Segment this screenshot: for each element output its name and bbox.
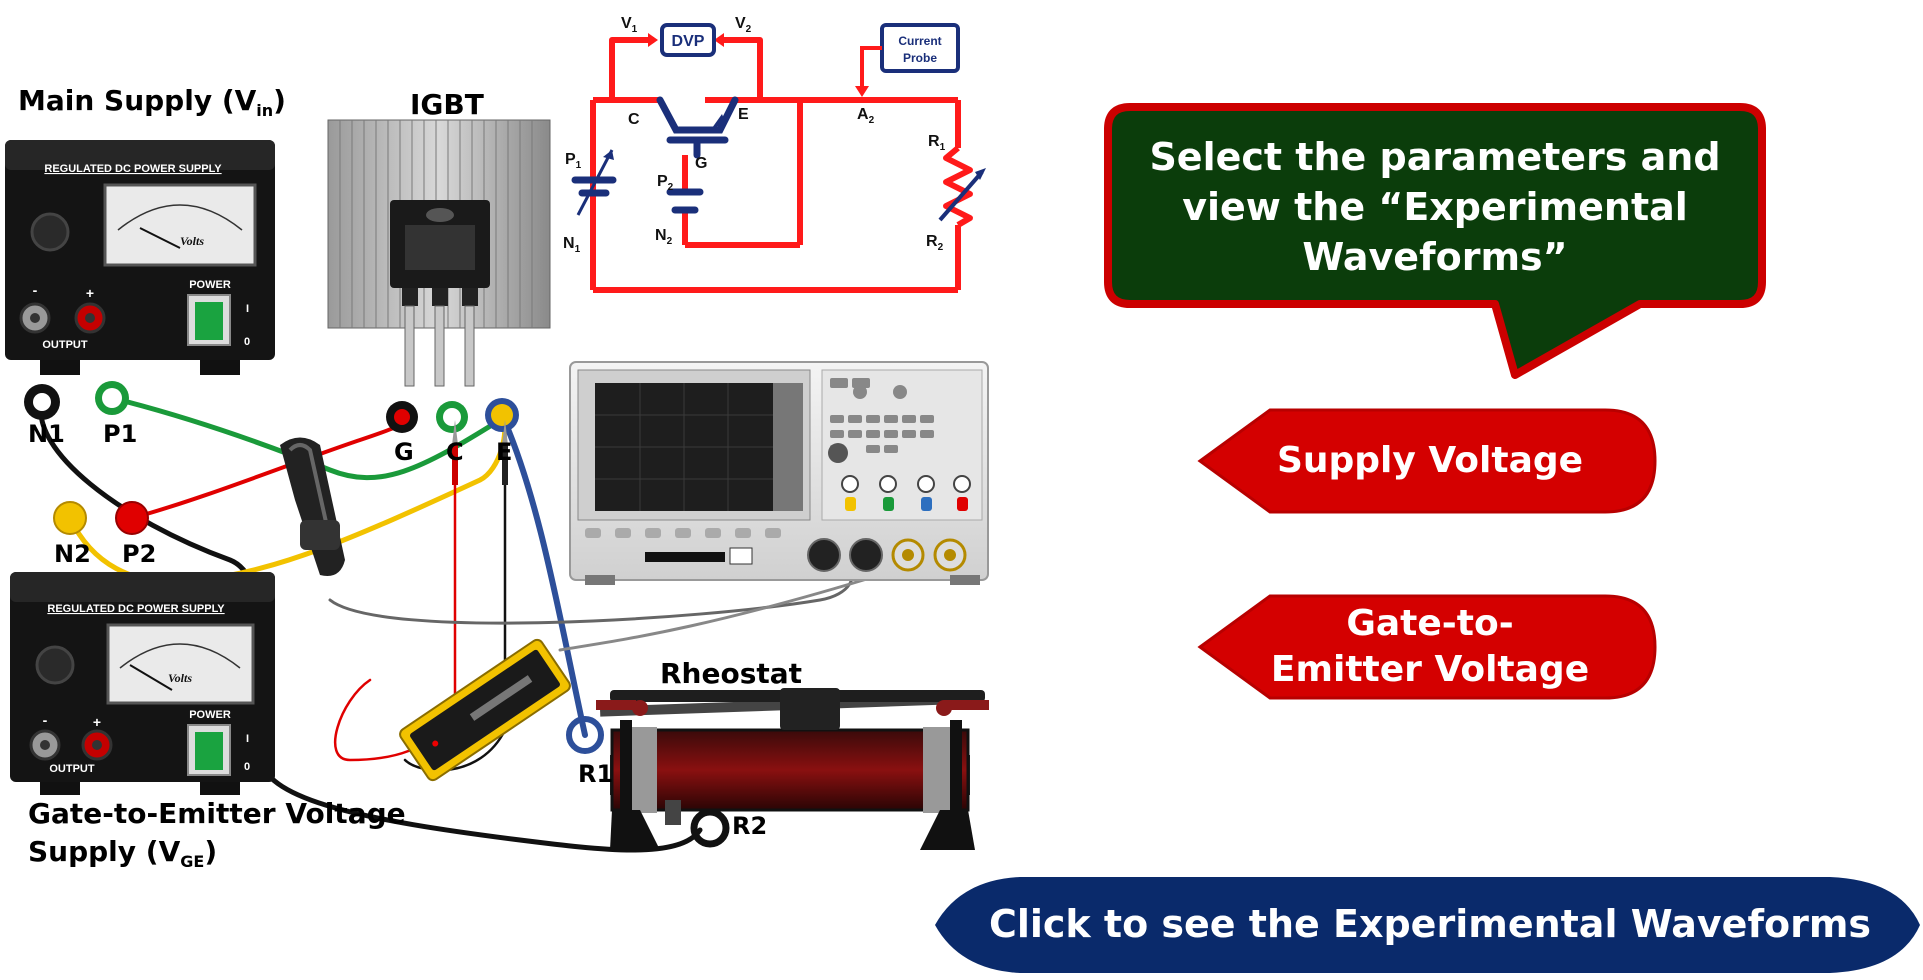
n1-label: N	[563, 235, 575, 252]
igbt-terminals	[24, 381, 730, 848]
gate-meter-label: Volts	[168, 671, 192, 685]
e-node-label: E	[738, 106, 749, 123]
igbt-module	[327, 119, 551, 387]
svg-text:V2: V2	[735, 15, 752, 35]
rheostat	[596, 688, 989, 850]
main-supply-label: Main Supply (Vin)	[18, 84, 286, 120]
callout-line-3: Waveforms”	[1302, 235, 1568, 279]
schematic-node-labels: V1 V2 C E G A2 P1 N1 P2 N2 R1 R2	[563, 15, 946, 255]
p2-sub: 2	[668, 182, 674, 193]
differential-probe	[399, 638, 571, 782]
gate-supply-text: Supply (V	[28, 835, 181, 868]
n2-sub: 2	[667, 236, 673, 247]
current-probe-clamp	[280, 437, 345, 576]
meter-label: Volts	[180, 234, 204, 248]
main-supply: REGULATED DC POWER SUPPLY Volts - + OUTP…	[5, 140, 275, 375]
v1-sub: 1	[632, 24, 638, 35]
c-node-label: C	[628, 111, 640, 128]
v2-sub: 2	[746, 24, 752, 35]
gate-switch-off-label: 0	[244, 761, 250, 773]
output-label: OUTPUT	[42, 339, 88, 351]
gate-minus-label: -	[43, 712, 48, 728]
terminal-n1-label: N1	[28, 420, 65, 448]
a2-sub: 2	[869, 115, 875, 126]
gate-emitter-voltage-button[interactable]	[1197, 594, 1657, 700]
gate-plus-label: +	[93, 714, 101, 730]
svg-text:R2: R2	[926, 233, 944, 253]
plus-label: +	[86, 285, 94, 301]
n2-label: N	[655, 227, 667, 244]
gate-supply-sub: GE	[180, 852, 205, 871]
v1-label: V	[621, 15, 632, 32]
switch-on-label: I	[246, 303, 249, 315]
voltage-probes	[452, 420, 508, 485]
svg-text:P1: P1	[565, 151, 582, 171]
main-supply-sub: in	[256, 101, 274, 120]
svg-text:A2: A2	[857, 106, 875, 126]
main-supply-text: Main Supply (V	[18, 84, 257, 117]
r2-sub: 2	[938, 242, 944, 253]
current-probe-label-1: Current	[898, 34, 941, 48]
gate-power-label: POWER	[189, 709, 231, 721]
svg-text:R1: R1	[928, 133, 946, 153]
callout-line-2: view the “Experimental	[1182, 185, 1688, 229]
power-label: POWER	[189, 279, 231, 291]
callout-text: Select the parameters and view the “Expe…	[1130, 132, 1740, 282]
terminal-n2-label: N2	[54, 540, 91, 568]
circuit-schematic	[571, 23, 986, 293]
p1-sub: 1	[576, 160, 582, 171]
r2-label: R	[926, 233, 938, 250]
gate-supply-close: )	[204, 835, 218, 868]
main-supply-close: )	[273, 84, 286, 117]
terminal-e-label: E	[496, 438, 513, 466]
terminal-p2-label: P2	[122, 540, 157, 568]
a2-label: A	[857, 106, 869, 123]
svg-text:N1: N1	[563, 235, 581, 255]
gate-supply-title: REGULATED DC POWER SUPPLY	[47, 603, 225, 615]
terminal-c-label: C	[446, 438, 464, 466]
v2-label: V	[735, 15, 746, 32]
igbt-label: IGBT	[410, 88, 484, 121]
gate-output-label: OUTPUT	[49, 763, 95, 775]
p2-label: P	[657, 173, 668, 190]
power-switch[interactable]	[195, 302, 223, 340]
gate-power-switch[interactable]	[195, 732, 223, 770]
minus-label: -	[33, 282, 38, 298]
terminal-r1-label: R1	[578, 760, 614, 788]
svg-text:P2: P2	[657, 173, 674, 193]
gate-supply-label-line1: Gate-to-Emitter Voltage	[28, 797, 406, 830]
svg-text:V1: V1	[621, 15, 638, 35]
current-probe-label-2: Probe	[903, 51, 937, 65]
gate-switch-on-label: I	[246, 733, 249, 745]
gate-supply: REGULATED DC POWER SUPPLY Volts - + OUTP…	[10, 572, 275, 795]
oscilloscope	[569, 361, 989, 585]
svg-text:N2: N2	[655, 227, 673, 247]
switch-off-label: 0	[244, 336, 250, 348]
supply-title: REGULATED DC POWER SUPPLY	[44, 163, 222, 175]
r1-sub: 1	[940, 142, 946, 153]
n1-sub: 1	[575, 244, 581, 255]
g-node-label: G	[695, 155, 707, 172]
instruction-callout	[1104, 103, 1766, 379]
callout-line-1: Select the parameters and	[1149, 135, 1721, 179]
terminal-p1-label: P1	[103, 420, 138, 448]
gate-supply-label-line2: Supply (VGE)	[28, 835, 217, 871]
schematic-labels: DVP Current Probe	[672, 33, 942, 65]
terminal-g-label: G	[394, 438, 414, 466]
dvp-label: DVP	[672, 33, 705, 50]
experimental-waveforms-button[interactable]	[935, 877, 1920, 973]
rheostat-label: Rheostat	[660, 657, 803, 690]
supply-voltage-button[interactable]	[1197, 408, 1657, 514]
r1-label: R	[928, 133, 940, 150]
p1-label: P	[565, 151, 576, 168]
terminal-r2-label: R2	[732, 812, 768, 840]
